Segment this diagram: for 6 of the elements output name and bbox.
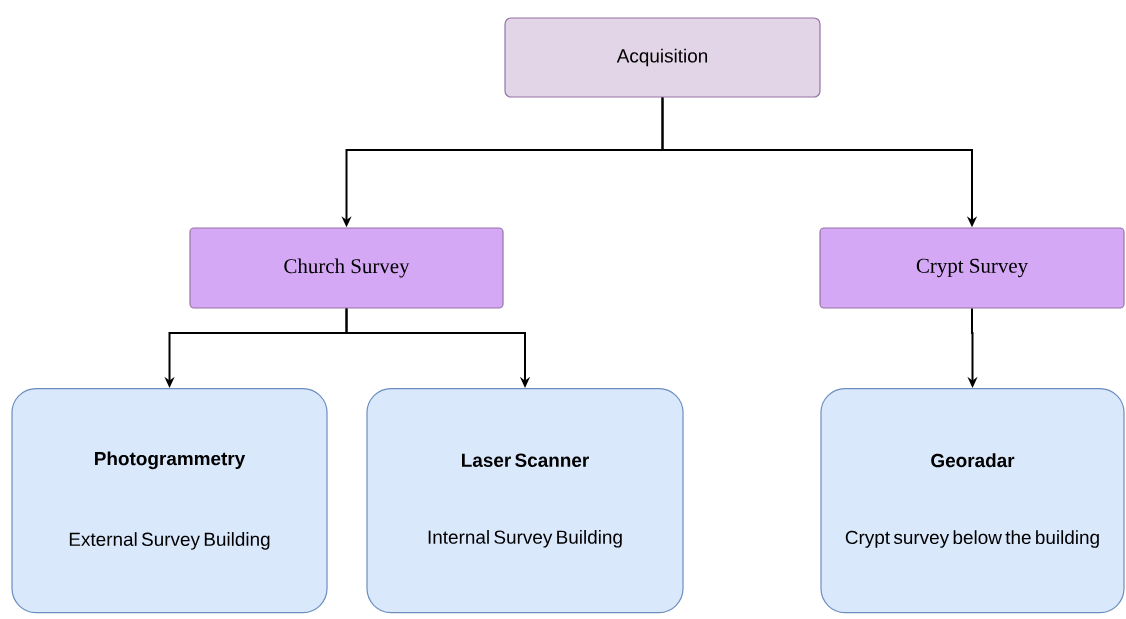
process-box: Georadar Crypt survey below the building — [820, 388, 1125, 614]
process-box: Acquisition — [504, 17, 821, 98]
process-box: Church Survey — [189, 227, 504, 309]
process-box: Photogrammetry External Survey Building — [11, 388, 328, 614]
process-box: Laser Scanner Internal Survey Building — [366, 388, 684, 614]
process-box: Crypt Survey — [819, 227, 1125, 309]
